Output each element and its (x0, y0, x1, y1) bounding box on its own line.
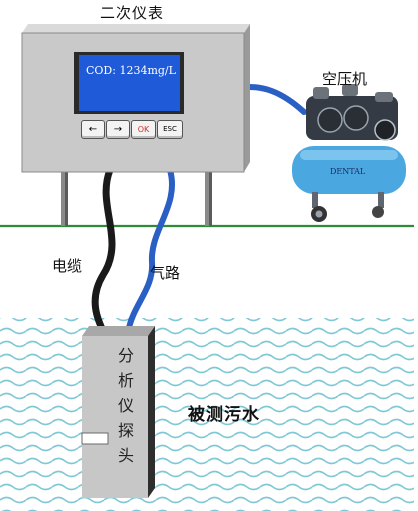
esc-button[interactable]: ESC (157, 120, 183, 139)
meter-legs (61, 170, 212, 226)
probe (81, 326, 155, 498)
air-line-label: 气路 (150, 264, 181, 282)
compressor (292, 84, 406, 222)
probe-label: 分析仪探头 (117, 346, 134, 465)
compressor-brand: DENTAL (330, 167, 366, 176)
probe-notch (81, 432, 109, 445)
meter-title: 二次仪表 (100, 4, 165, 22)
water-label: 被测污水 (188, 405, 260, 425)
cable (91, 166, 116, 337)
ok-button[interactable]: OK (131, 120, 156, 139)
arrow-left-icon[interactable]: ← (81, 120, 105, 139)
screen-reading: COD: 1234mg/L (86, 64, 176, 77)
arrow-right-icon[interactable]: → (106, 120, 130, 139)
screen (79, 55, 180, 111)
compressor-title: 空压机 (322, 70, 368, 88)
meter-box (21, 24, 250, 173)
cable-label: 电缆 (52, 257, 83, 275)
water-waves (0, 318, 414, 511)
air-hose (125, 167, 175, 336)
